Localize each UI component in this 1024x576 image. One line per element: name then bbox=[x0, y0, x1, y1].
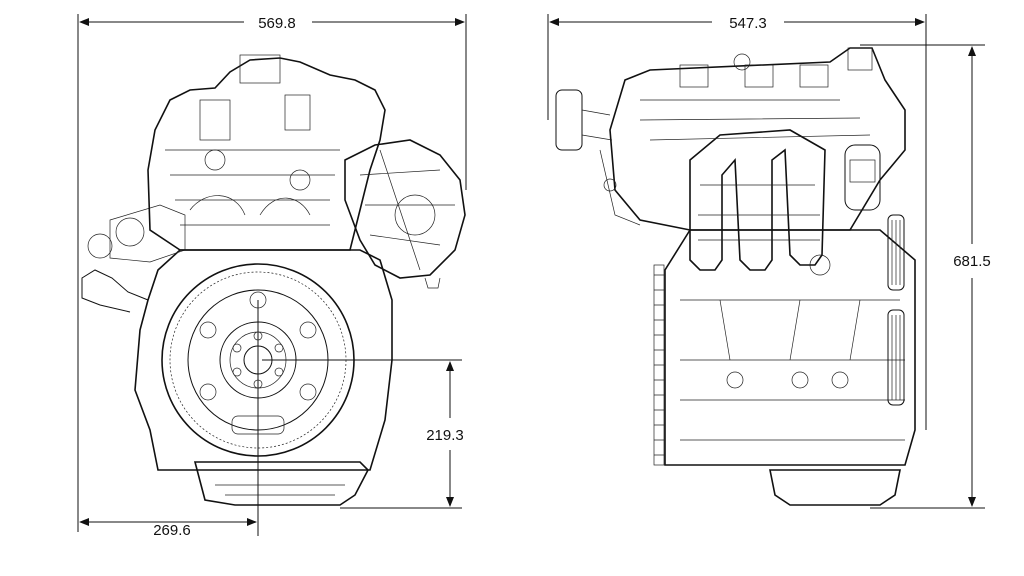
side-intake-runners bbox=[689, 129, 826, 271]
side-view-engine-icon bbox=[555, 47, 916, 506]
side-engine-block bbox=[664, 229, 916, 466]
side-lower-pulley bbox=[887, 309, 905, 406]
side-throttle-body bbox=[844, 144, 881, 211]
front-cylinder-head bbox=[147, 57, 386, 251]
side-oil-pan bbox=[769, 469, 901, 506]
side-dimensions: 547.3 681.5 bbox=[547, 14, 991, 509]
crank-height-label: 219.3 bbox=[426, 427, 464, 444]
front-left-bracket bbox=[81, 269, 149, 313]
height-label: 681.5 bbox=[953, 253, 991, 270]
flywheel-icon bbox=[161, 263, 355, 457]
front-oil-pan bbox=[193, 461, 369, 506]
side-oil-cap bbox=[847, 47, 873, 71]
front-view-engine-icon bbox=[81, 54, 466, 506]
front-width-label: 569.8 bbox=[258, 15, 296, 32]
side-egr-valve bbox=[555, 89, 583, 151]
front-dimensions: 569.8 219.3 269.6 bbox=[77, 14, 467, 539]
side-upper-pulley bbox=[887, 214, 905, 291]
intake-manifold-icon bbox=[344, 139, 466, 279]
crank-offset-label: 269.6 bbox=[153, 522, 191, 539]
side-cylinder-head bbox=[609, 47, 906, 231]
side-width-label: 547.3 bbox=[729, 15, 767, 32]
